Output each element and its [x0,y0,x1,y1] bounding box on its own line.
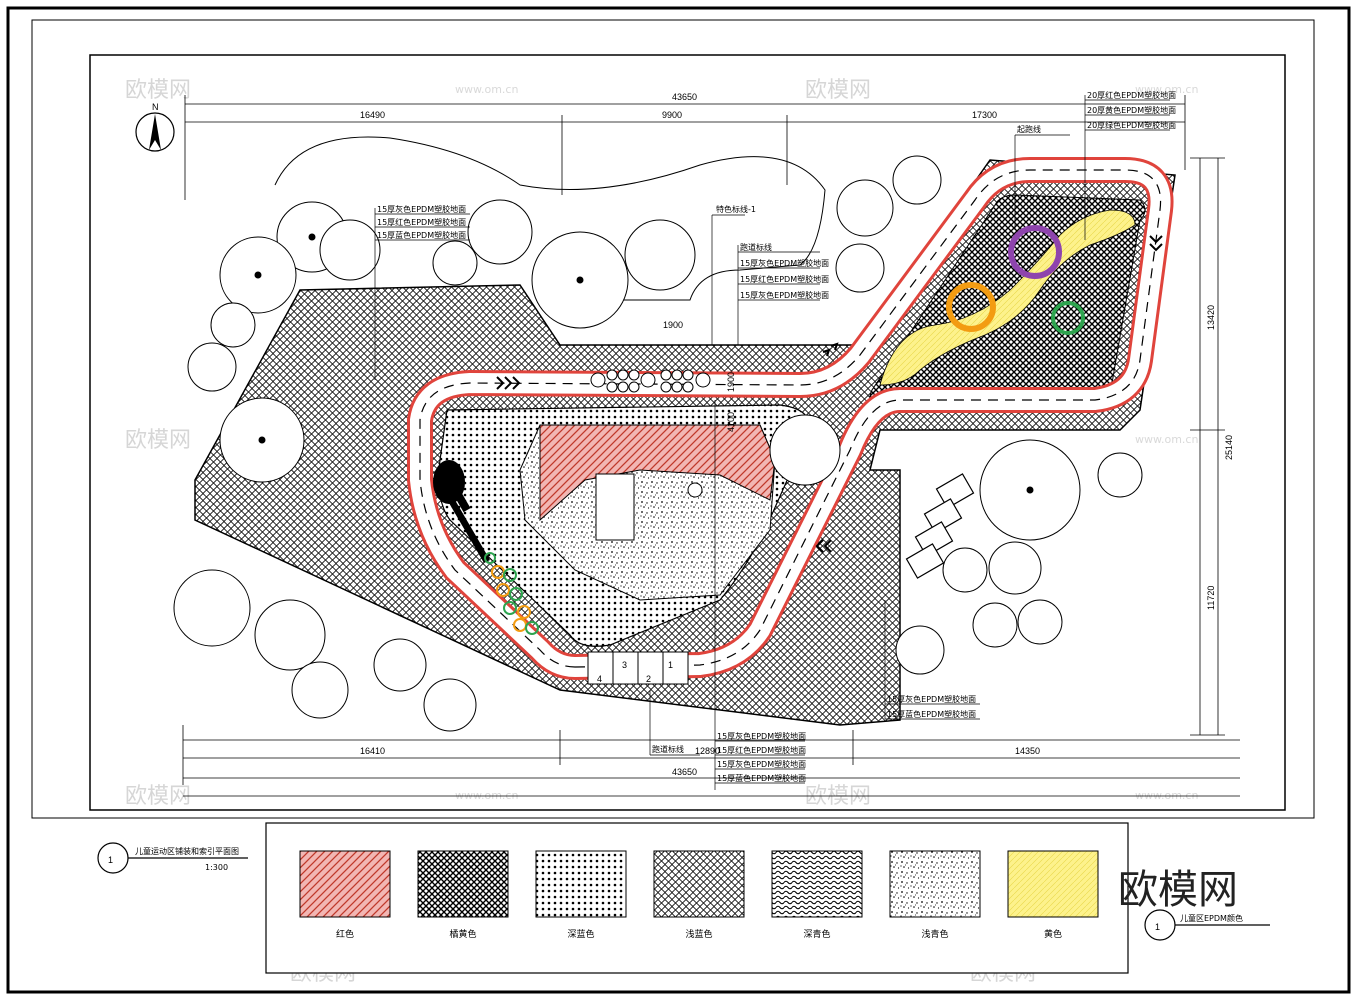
legend-label: 红色 [336,928,354,940]
dim-bottom-total: 43650 [672,767,697,777]
dim-right-total: 25140 [1224,435,1234,460]
legend-swatch [299,850,391,918]
bottom-dimensions [182,725,1240,797]
epdm-label: 15厚灰色EPDM塑胶地面 [740,290,829,300]
epdm-label: 15厚灰色EPDM塑胶地面 [887,694,976,704]
dim-inner: 1900 [726,372,736,392]
legend-label: 黄色 [1044,928,1062,940]
epdm-label: 15厚灰色EPDM塑胶地面 [377,204,466,214]
lawn-boundary [274,136,826,301]
plan-scale: 1:300 [205,863,228,872]
yellow-sand-path [879,209,1136,386]
legend-title-number: 1 [1155,922,1160,932]
tree-symbols [173,155,1143,732]
legend-swatch [653,850,745,918]
plan-title-block: 1 儿童运动区铺装和索引平面图 1:300 [97,842,248,874]
callout-top-left: 15厚灰色EPDM塑胶地面 15厚红色EPDM塑胶地面 15厚蓝色EPDM塑胶地… [374,204,470,380]
dim-bottom-right: 14350 [1015,746,1040,756]
epdm-label: 15厚灰色EPDM塑胶地面 [717,731,806,741]
dim-bottom-left: 16410 [360,746,385,756]
start-figure-icon [433,460,490,563]
plan-title: 儿童运动区铺装和索引平面图 [135,846,239,856]
dim-right-lower: 11720 [1206,586,1216,610]
lane-number: 2 [646,674,651,684]
watermark-logo: 欧模网 [125,784,191,809]
lane-number: 3 [622,660,627,670]
epdm-label: 20厚绿色EPDM塑胶地面 [1087,120,1176,130]
callout-center: 特色标线-1 跑道标线 15厚灰色EPDM塑胶地面 15厚红色EPDM塑胶地面 … [663,204,829,432]
watermark-url: www.om.cn [1135,83,1198,96]
legend-swatch [889,850,981,918]
dim-top-right: 17300 [972,110,997,120]
watermark-logo: 欧模网 [805,784,871,809]
legend-label: 浅蓝色 [685,928,712,940]
lane-number: 4 [597,674,602,684]
legend-label: 浅青色 [921,928,948,940]
lane-markings: 4 3 2 1 [587,651,689,685]
callout-bottom-right: 15厚灰色EPDM塑胶地面 15厚蓝色EPDM塑胶地面 [884,600,980,720]
lane-number: 1 [668,660,673,670]
epdm-label: 15厚灰色EPDM塑胶地面 [740,258,829,268]
dim-top-middle: 9900 [662,110,682,120]
watermark-url: www.om.cn [1135,433,1198,446]
legend-label: 深青色 [803,928,830,940]
green-ring-icon [1051,301,1085,335]
callout-bottom: 15厚灰色EPDM塑胶地面 15厚红色EPDM塑胶地面 15厚灰色EPDM塑胶地… [649,400,806,790]
legend-label: 橘黄色 [449,928,476,940]
red-play-zone [539,424,776,522]
brand-logo: 欧模网 [1118,867,1238,913]
track-centerline [419,169,1162,668]
watermark-logo: 欧模网 [805,78,871,103]
watermark-logo: 欧模网 [125,428,191,453]
legend-title-block: 1 儿童区EPDM颜色 [1144,909,1270,941]
dim-bottom-middle: 12890 [695,746,720,756]
slide-structure [595,473,635,541]
north-arrow-icon: N [135,102,175,152]
right-dimensions [1190,157,1225,736]
epdm-label: 15厚蓝色EPDM塑胶地面 [377,230,466,240]
equipment-discs [590,369,711,393]
watermark-url: www.om.cn [455,83,518,96]
watermark-url: www.om.cn [455,789,518,802]
plan-title-number: 1 [108,855,113,865]
track-circle-markers [484,552,539,635]
dim-right-upper: 13420 [1206,305,1216,330]
play-blocks [905,473,975,579]
epdm-label: 15厚红色EPDM塑胶地面 [717,745,806,755]
north-label: N [152,102,159,112]
legend-swatches: 红色 橘黄色 深蓝色 浅蓝色 深青色 浅青色 黄色 [299,850,1099,940]
legend-label: 深蓝色 [567,928,594,940]
track-chevrons [496,235,1163,553]
small-label: 跑道标线 [740,242,772,252]
small-label: 特色标线-1 [716,204,756,214]
watermark-logo: 欧模网 [125,78,191,103]
epdm-label: 15厚蓝色EPDM塑胶地面 [887,709,976,719]
dim-inner: 4100 [726,412,736,432]
dim-top-left: 16490 [360,110,385,120]
legend-swatch [771,850,863,918]
legend-swatch [1007,850,1099,918]
dim-inner: 1900 [663,320,683,330]
plan-frame [89,54,1286,811]
epdm-label: 15厚红色EPDM塑胶地面 [740,274,829,284]
legend-swatch [535,850,627,918]
callout-top-right: 20厚红色EPDM塑胶地面 20厚黄色EPDM塑胶地面 20厚绿色EPDM塑胶地… [1014,90,1176,240]
epdm-label: 15厚灰色EPDM塑胶地面 [717,759,806,769]
orange-ring-icon [946,282,996,332]
top-dimensions [184,95,1186,200]
epdm-label: 15厚红色EPDM塑胶地面 [377,217,466,227]
small-label: 跑道标线 [652,744,684,754]
epdm-label: 20厚红色EPDM塑胶地面 [1087,90,1176,100]
legend-title: 儿童区EPDM颜色 [1180,913,1243,923]
purple-ring-icon [1008,225,1062,279]
epdm-label: 15厚蓝色EPDM塑胶地面 [717,773,806,783]
legend-swatch [417,850,509,918]
small-label: 起跑线 [1017,124,1041,134]
dim-top-total: 43650 [672,92,697,102]
epdm-label: 20厚黄色EPDM塑胶地面 [1087,105,1176,115]
watermark-url: www.om.cn [1135,789,1198,802]
